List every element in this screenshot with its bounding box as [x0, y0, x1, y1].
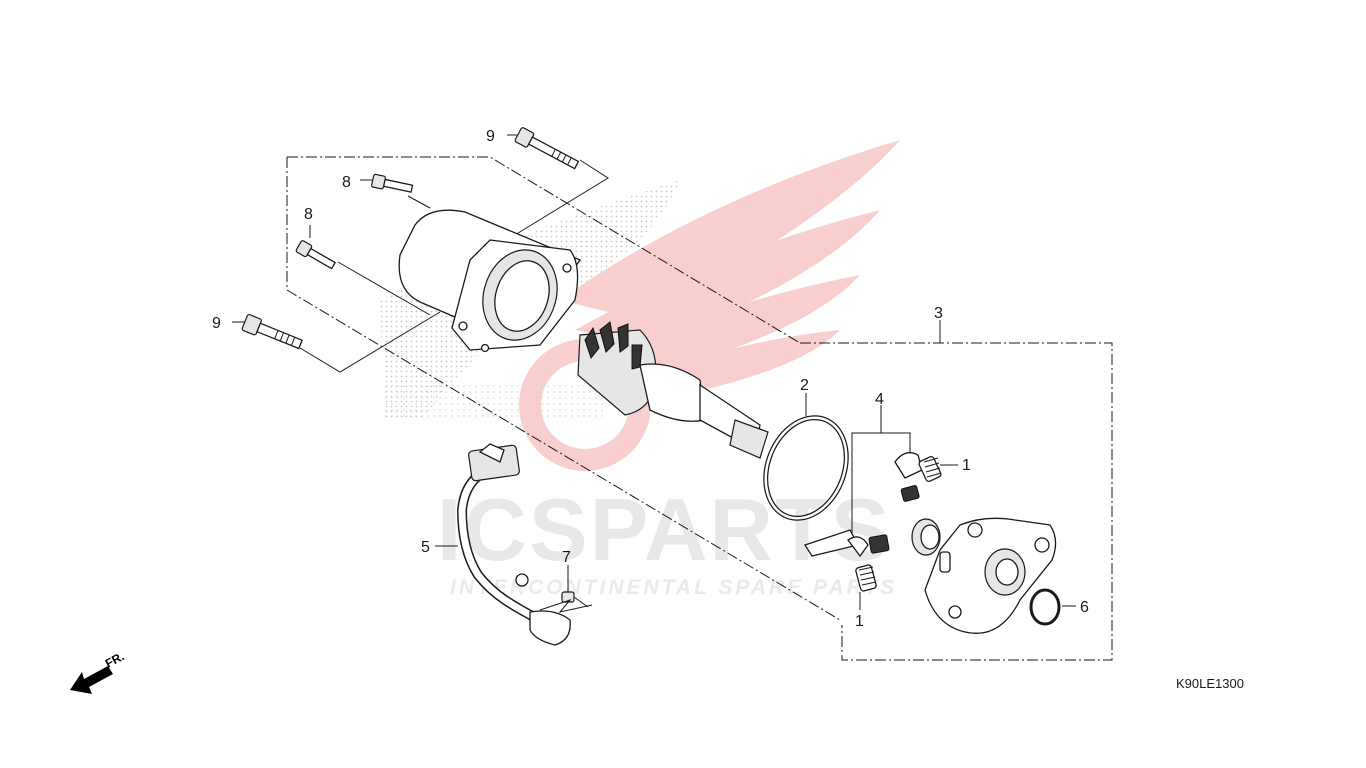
- watermark-dot-band: [385, 385, 605, 420]
- leader-lines: [232, 134, 1076, 610]
- callout-4: 4: [875, 391, 884, 408]
- spring-1-upper: [918, 455, 942, 483]
- bearing: [911, 518, 941, 556]
- screw-7: [539, 591, 593, 613]
- callout-1-upper: 1: [962, 457, 971, 474]
- watermark-wing-stripe: [560, 140, 900, 320]
- callout-6: 6: [1080, 599, 1089, 616]
- callout-7: 7: [562, 549, 571, 566]
- end-cover: [924, 517, 1057, 634]
- watermark-tagline: INTERCONTINENTAL SPARE PARTS: [450, 576, 897, 599]
- bolt-9-top: [514, 127, 580, 170]
- o-ring-2: [763, 415, 849, 521]
- bolt-8-left: [295, 240, 337, 270]
- callout-9-left: 9: [212, 315, 221, 332]
- callout-8-upper: 8: [342, 174, 351, 191]
- assembly-boundary-left: [286, 156, 841, 621]
- armature: [577, 321, 769, 459]
- callout-1-lower: 1: [855, 613, 864, 630]
- watermark-brand: ICSPARTS: [437, 480, 891, 579]
- front-arrow-icon: [70, 666, 113, 694]
- callout-8-left: 8: [304, 206, 313, 223]
- brush-lower: [804, 529, 890, 558]
- watermark-wing-stripe: [590, 275, 860, 370]
- assembly-boundary-right: [800, 342, 1113, 661]
- starter-motor-housing: [398, 209, 581, 353]
- callout-5: 5: [421, 539, 430, 556]
- callout-9-top: 9: [486, 128, 495, 145]
- watermark-wing-stripe: [575, 210, 880, 345]
- diagram-reference-code: K90LE1300: [1176, 676, 1244, 691]
- front-direction-indicator: FR.: [70, 649, 126, 694]
- bolt-8-upper: [371, 173, 414, 193]
- cable-harness-5: [456, 443, 571, 646]
- spring-1-lower: [855, 564, 877, 592]
- callout-2: 2: [800, 377, 809, 394]
- brush-upper: [894, 452, 923, 502]
- callout-3: 3: [934, 305, 943, 322]
- bolt-9-left: [241, 314, 303, 350]
- o-ring-6: [1029, 588, 1061, 626]
